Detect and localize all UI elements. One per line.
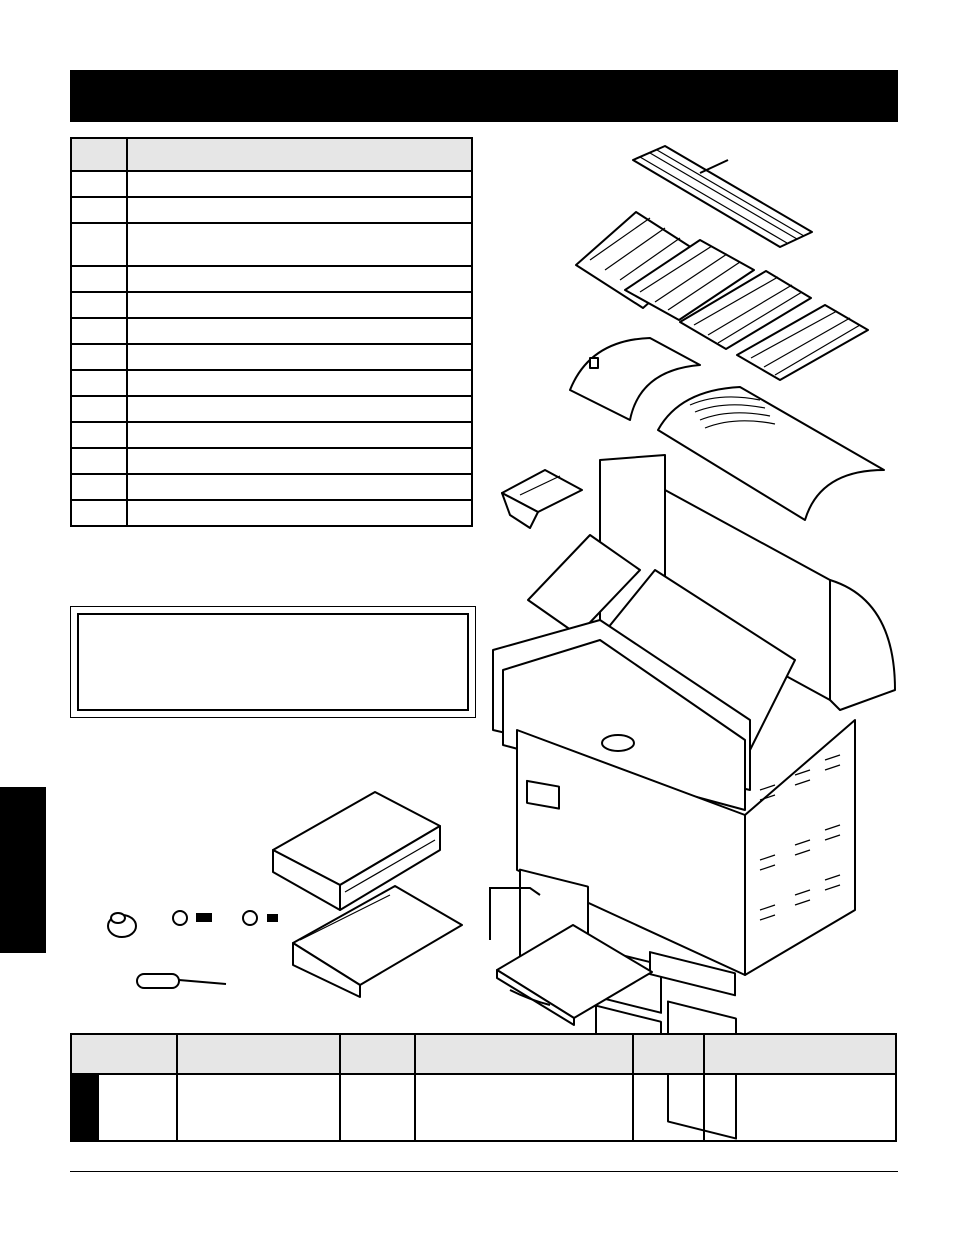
part-number-cell	[70, 317, 128, 345]
info-header-cell	[632, 1033, 705, 1075]
row-marker-block	[71, 1075, 99, 1141]
screw-large	[172, 910, 212, 926]
part-description-cell	[126, 369, 473, 397]
note-box-inner	[77, 613, 469, 711]
info-cell	[339, 1073, 416, 1142]
cooking-grate-right-1	[679, 270, 812, 350]
page-header-bar	[70, 70, 898, 122]
info-header-cell	[414, 1033, 634, 1075]
specification-table	[70, 1033, 897, 1142]
table-row	[70, 222, 473, 267]
info-cell	[414, 1073, 634, 1142]
footer-divider	[70, 1171, 898, 1172]
parts-list-table	[70, 137, 473, 527]
table-row	[70, 317, 473, 345]
cooking-grate-long	[632, 145, 813, 248]
table-row	[70, 1073, 897, 1142]
parts-col-number-header	[70, 137, 128, 172]
grill-cart	[492, 454, 896, 1140]
table-row	[70, 499, 473, 527]
part-number-cell	[70, 265, 128, 293]
smoker-box	[501, 469, 583, 529]
part-description-cell	[126, 395, 473, 423]
part-number-cell	[70, 291, 128, 319]
part-number-cell	[70, 343, 128, 371]
grill-hood-large	[657, 386, 885, 521]
part-number-cell	[70, 447, 128, 475]
table-row	[70, 369, 473, 397]
part-description-cell	[126, 473, 473, 501]
side-shelf-upper	[272, 791, 441, 911]
table-row	[70, 473, 473, 501]
part-number-cell	[70, 369, 128, 397]
table-row	[70, 170, 473, 198]
info-header-cell	[703, 1033, 897, 1075]
info-header-cell	[339, 1033, 416, 1075]
part-number-cell	[70, 395, 128, 423]
grill-hood-small	[569, 337, 701, 421]
screw-small	[242, 910, 278, 926]
part-number-cell	[70, 170, 128, 198]
info-cell	[176, 1073, 341, 1142]
info-header-cell	[176, 1033, 341, 1075]
section-side-tab	[0, 787, 46, 953]
parts-col-description-header	[126, 137, 473, 172]
part-description-cell	[126, 196, 473, 224]
info-cell	[703, 1073, 897, 1142]
part-description-cell	[126, 421, 473, 449]
screwdriver	[136, 973, 227, 989]
info-header-cell	[70, 1033, 178, 1075]
part-description-cell	[126, 343, 473, 371]
meat-probe	[489, 887, 541, 940]
table-row	[70, 343, 473, 371]
table-row	[70, 196, 473, 224]
cooking-grate-right-2	[736, 304, 869, 381]
cooking-grate-middle	[624, 239, 755, 321]
table-row	[70, 265, 473, 293]
table-row	[70, 291, 473, 319]
part-number-cell	[70, 473, 128, 501]
table-row	[70, 447, 473, 475]
part-description-cell	[126, 447, 473, 475]
part-description-cell	[126, 222, 473, 267]
info-table-header-row	[70, 1033, 897, 1075]
drip-tray	[496, 924, 653, 1026]
note-box	[70, 606, 476, 718]
table-row	[70, 421, 473, 449]
part-number-cell	[70, 499, 128, 527]
part-number-cell	[70, 196, 128, 224]
parts-table-header-row	[70, 137, 473, 172]
knob-cap	[107, 912, 137, 938]
part-description-cell	[126, 499, 473, 527]
table-row	[70, 395, 473, 423]
part-description-cell	[126, 291, 473, 319]
side-shelf-lower	[292, 885, 463, 998]
part-number-cell	[70, 222, 128, 267]
info-cell	[632, 1073, 705, 1142]
part-description-cell	[126, 265, 473, 293]
part-description-cell	[126, 317, 473, 345]
part-description-cell	[126, 170, 473, 198]
part-number-cell	[70, 421, 128, 449]
